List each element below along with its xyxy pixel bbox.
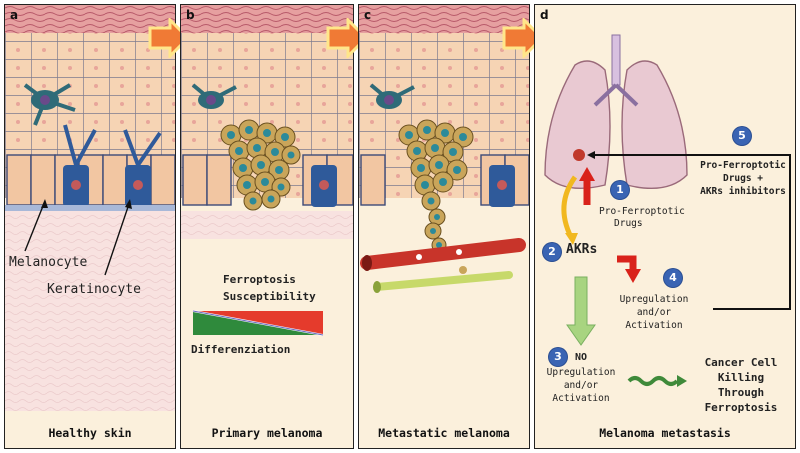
healthy-skin-illustration — [5, 5, 175, 411]
step-1-line2: Drugs — [614, 218, 643, 229]
metastatic-melanoma-illustration — [359, 5, 529, 293]
panel-label-a: a — [10, 8, 19, 22]
step-5-line1: Pro-Ferroptotic — [700, 160, 786, 171]
progression-arrow-icon — [148, 18, 191, 58]
panel-label-d: d — [540, 8, 549, 22]
step-1-line1: Pro-Ferroptotic — [599, 206, 685, 217]
step-5-badge: 5 — [733, 127, 751, 145]
step-3-line4: Activation — [552, 393, 610, 404]
right-lung — [621, 60, 688, 190]
panel-melanoma-metastasis: d 1 Pro-Ferroptotic Drugs 2 AKRs 4 Upreg… — [534, 4, 796, 449]
step-2-badge: 2 — [543, 243, 561, 261]
panel-healthy-skin: a Melanocyte Keratinocyte Healthy skin — [4, 4, 176, 449]
step-5-line2: Drugs + — [722, 173, 764, 184]
differenziation-label: Differenziation — [191, 343, 291, 356]
caption-melanoma-metastasis: Melanoma metastasis — [599, 426, 731, 440]
step-4-line2: and/or — [636, 307, 672, 318]
outcome-line3: Through — [717, 386, 765, 399]
melanocyte-label: Melanocyte — [9, 255, 88, 270]
step-4-line3: Activation — [625, 320, 683, 331]
caption-healthy-skin: Healthy skin — [48, 426, 132, 440]
step-1-badge: 1 — [611, 181, 629, 199]
step-2-label: AKRs — [566, 242, 598, 257]
primary-melanoma-illustration — [181, 5, 353, 336]
metastasis-site — [573, 149, 585, 161]
step-3-line3: and/or — [563, 380, 599, 391]
panel-primary-melanoma: b Ferroptosis Susceptibility Differenzia… — [180, 4, 354, 449]
outcome-line2: Killing — [717, 371, 765, 384]
step-5-line3: AKRs inhibitors — [700, 186, 786, 197]
progression-arrow-icon — [502, 18, 545, 58]
keratinocyte-label: Keratinocyte — [47, 282, 141, 297]
caption-metastatic-melanoma: Metastatic melanoma — [378, 426, 510, 440]
panel-metastatic-melanoma: c Metastatic melanoma — [358, 4, 530, 449]
progression-arrow-icon — [326, 18, 369, 58]
susceptibility-label: Susceptibility — [223, 290, 316, 303]
left-lung — [544, 60, 611, 190]
step-3-line1: NO — [575, 352, 588, 363]
step-4-badge: 4 — [664, 269, 682, 287]
step-4-line1: Upregulation — [619, 294, 689, 305]
ferroptosis-label: Ferroptosis — [223, 273, 296, 286]
outcome-line1: Cancer Cell — [704, 356, 778, 369]
panel-label-c: c — [364, 8, 372, 22]
panel-label-b: b — [186, 8, 195, 22]
melanoma-metastasis-diagram — [544, 34, 791, 387]
step-3-line2: Upregulation — [546, 367, 616, 378]
step-3-badge: 3 — [549, 348, 567, 366]
caption-primary-melanoma: Primary melanoma — [211, 426, 323, 440]
outcome-line4: Ferroptosis — [704, 401, 778, 414]
